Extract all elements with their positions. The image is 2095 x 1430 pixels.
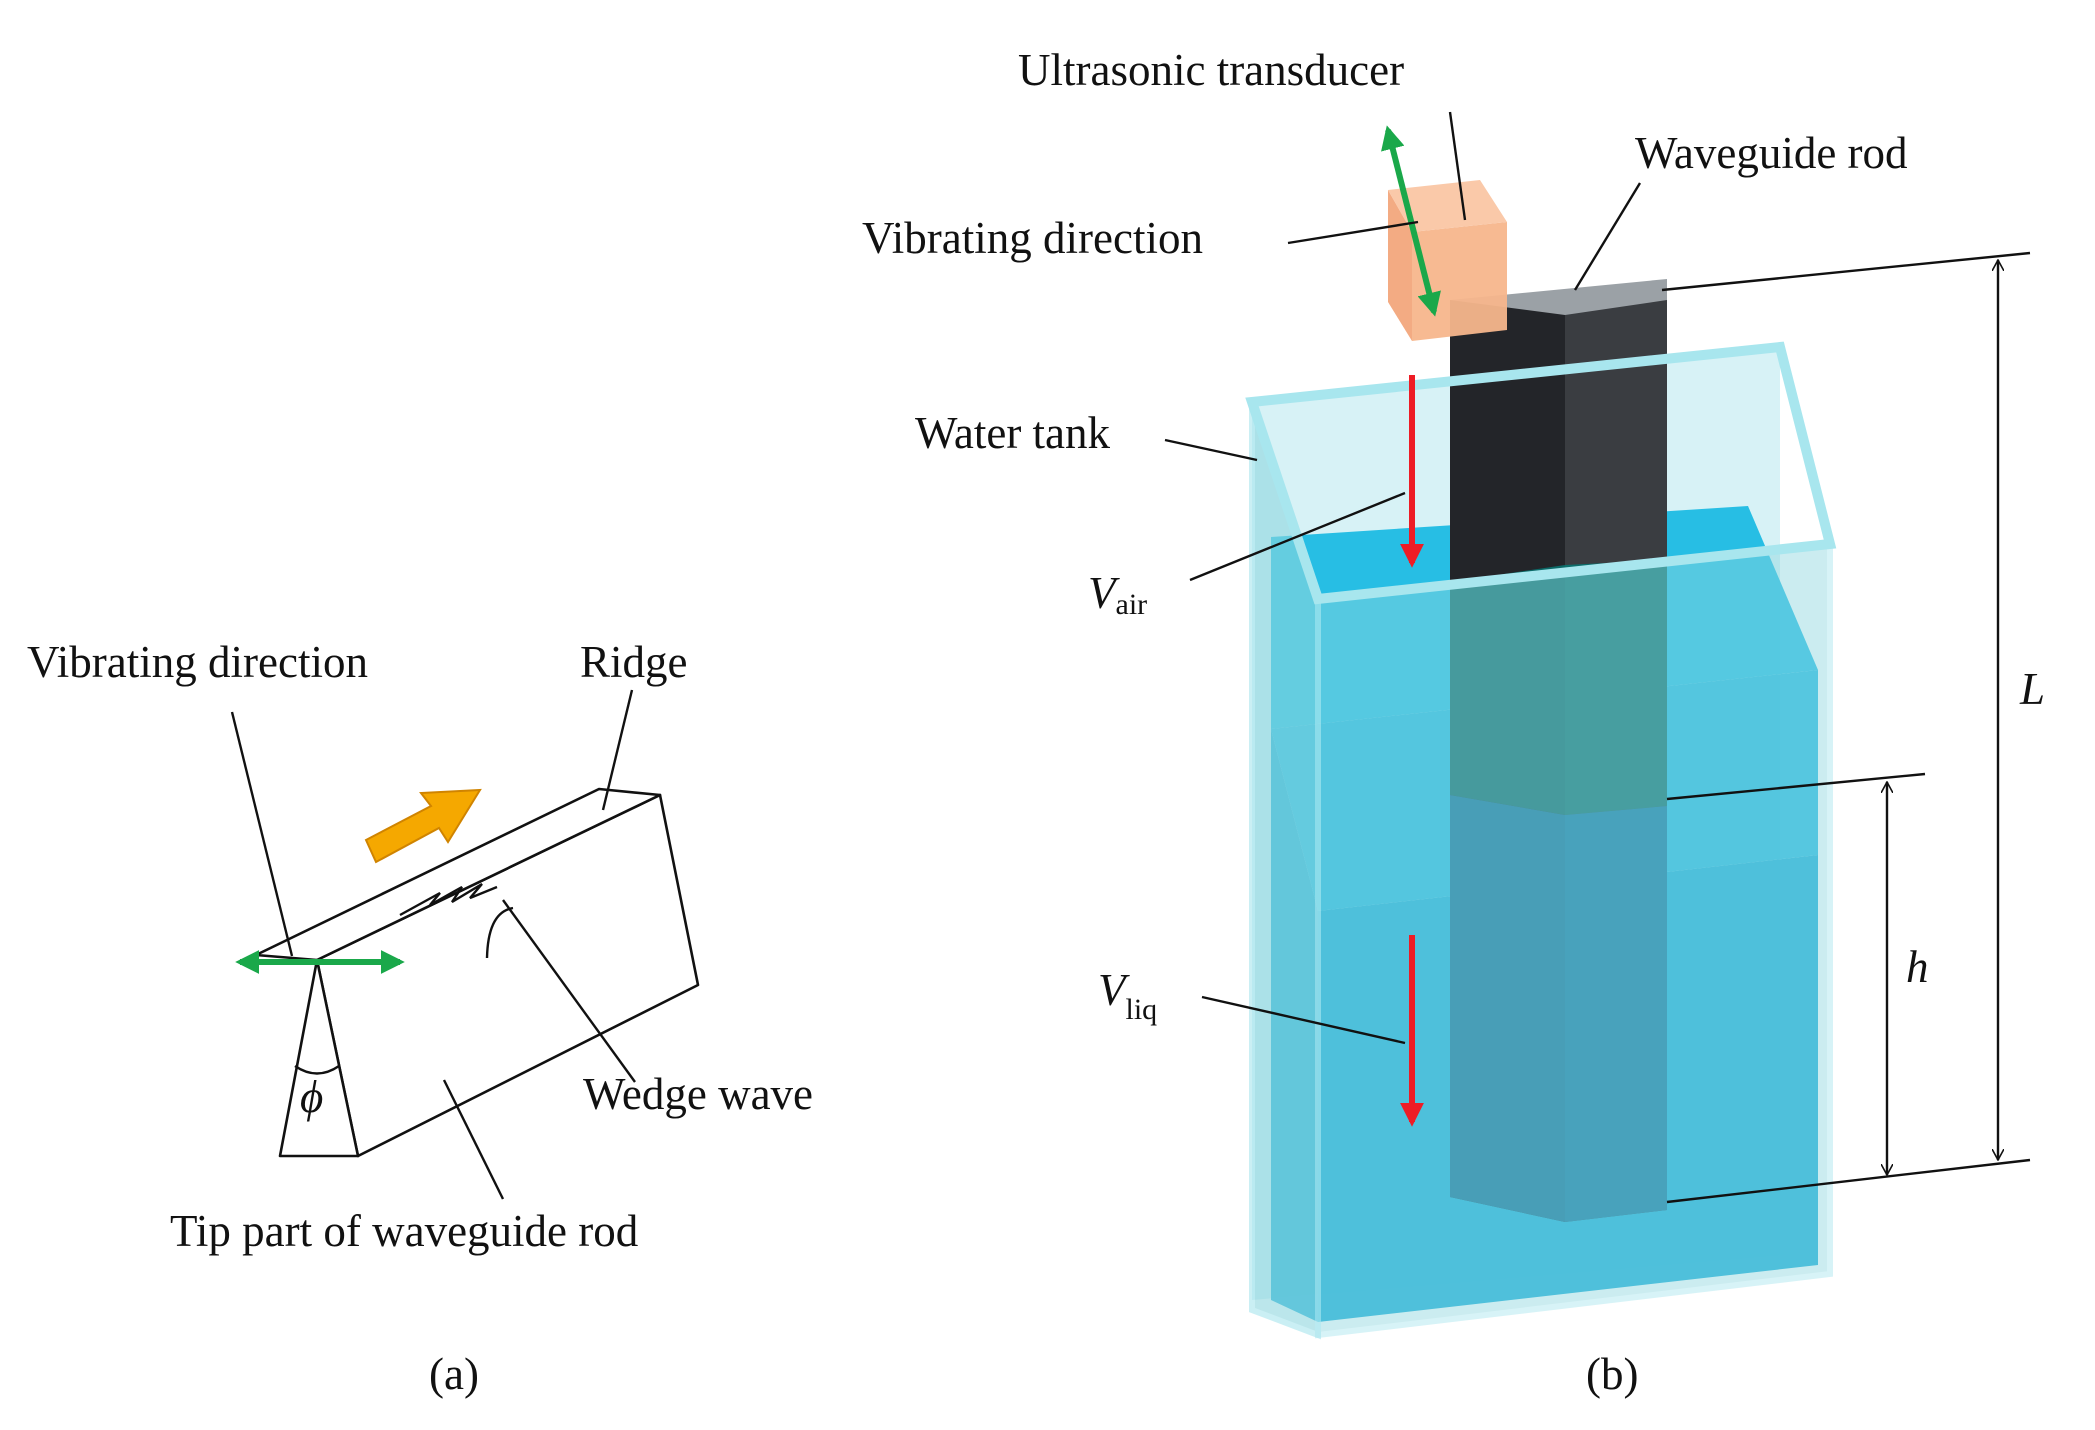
leader-tank xyxy=(1164,438,1258,462)
phi-arc xyxy=(294,1064,340,1075)
label-L: L xyxy=(2019,664,2045,714)
label-v-air: Vair xyxy=(1088,568,1147,621)
rod-in-tank-right xyxy=(1565,560,1667,815)
phi-symbol: ϕ xyxy=(300,1072,323,1122)
panel-b: Ultrasonic transducer Waveguide rod Vibr… xyxy=(862,45,2045,1399)
dim-ext-bottom xyxy=(1666,1158,2031,1204)
leader-transducer xyxy=(1448,111,1467,221)
leader-vibrating-a xyxy=(230,711,294,957)
leader-v-air xyxy=(1189,491,1406,582)
tank-side-wall xyxy=(1315,540,1833,1339)
panel-a: ϕ Vibrating direction Ridge Wedge wave T… xyxy=(27,637,813,1399)
v-liq-main: V xyxy=(1098,965,1130,1015)
label-ultrasonic-transducer: Ultrasonic transducer xyxy=(1018,45,1404,95)
rod-in-water-right xyxy=(1565,806,1667,1222)
vibrating-direction-arrow-b xyxy=(1381,125,1441,317)
label-vibrating-direction-b: Vibrating direction xyxy=(862,213,1203,263)
caption-b: (b) xyxy=(1586,1349,1638,1399)
label-v-liq: Vliq xyxy=(1098,965,1157,1026)
wedge-front-face xyxy=(278,958,360,1158)
leader-ridge xyxy=(601,689,634,811)
leader-tip xyxy=(442,1079,505,1200)
rod-in-tank-left xyxy=(1450,565,1565,815)
leader-v-liq xyxy=(1201,995,1406,1045)
label-h: h xyxy=(1906,942,1929,992)
label-ridge: Ridge xyxy=(580,637,688,687)
leader-waveguide xyxy=(1573,182,1642,291)
v-air-sub: air xyxy=(1116,588,1148,621)
caption-a: (a) xyxy=(429,1349,479,1399)
label-water-tank: Water tank xyxy=(915,408,1111,458)
dim-ext-water xyxy=(1666,772,1926,801)
tank-rim xyxy=(1245,341,1837,605)
label-tip-part: Tip part of waveguide rod xyxy=(170,1206,638,1256)
wedge-wave-zigzag xyxy=(399,882,498,917)
label-vibrating-direction-a: Vibrating direction xyxy=(27,637,368,687)
v-air-main: V xyxy=(1088,568,1120,618)
dim-ext-top xyxy=(1661,251,2031,292)
leader-vibrating-b xyxy=(1287,220,1419,245)
label-waveguide-rod: Waveguide rod xyxy=(1635,128,1908,178)
leader-wedge-wave xyxy=(502,899,636,1083)
v-liq-sub: liq xyxy=(1126,993,1158,1026)
label-wedge-wave: Wedge wave xyxy=(583,1069,813,1119)
propagation-arrow xyxy=(364,788,482,864)
rod-in-water-left xyxy=(1450,795,1565,1222)
